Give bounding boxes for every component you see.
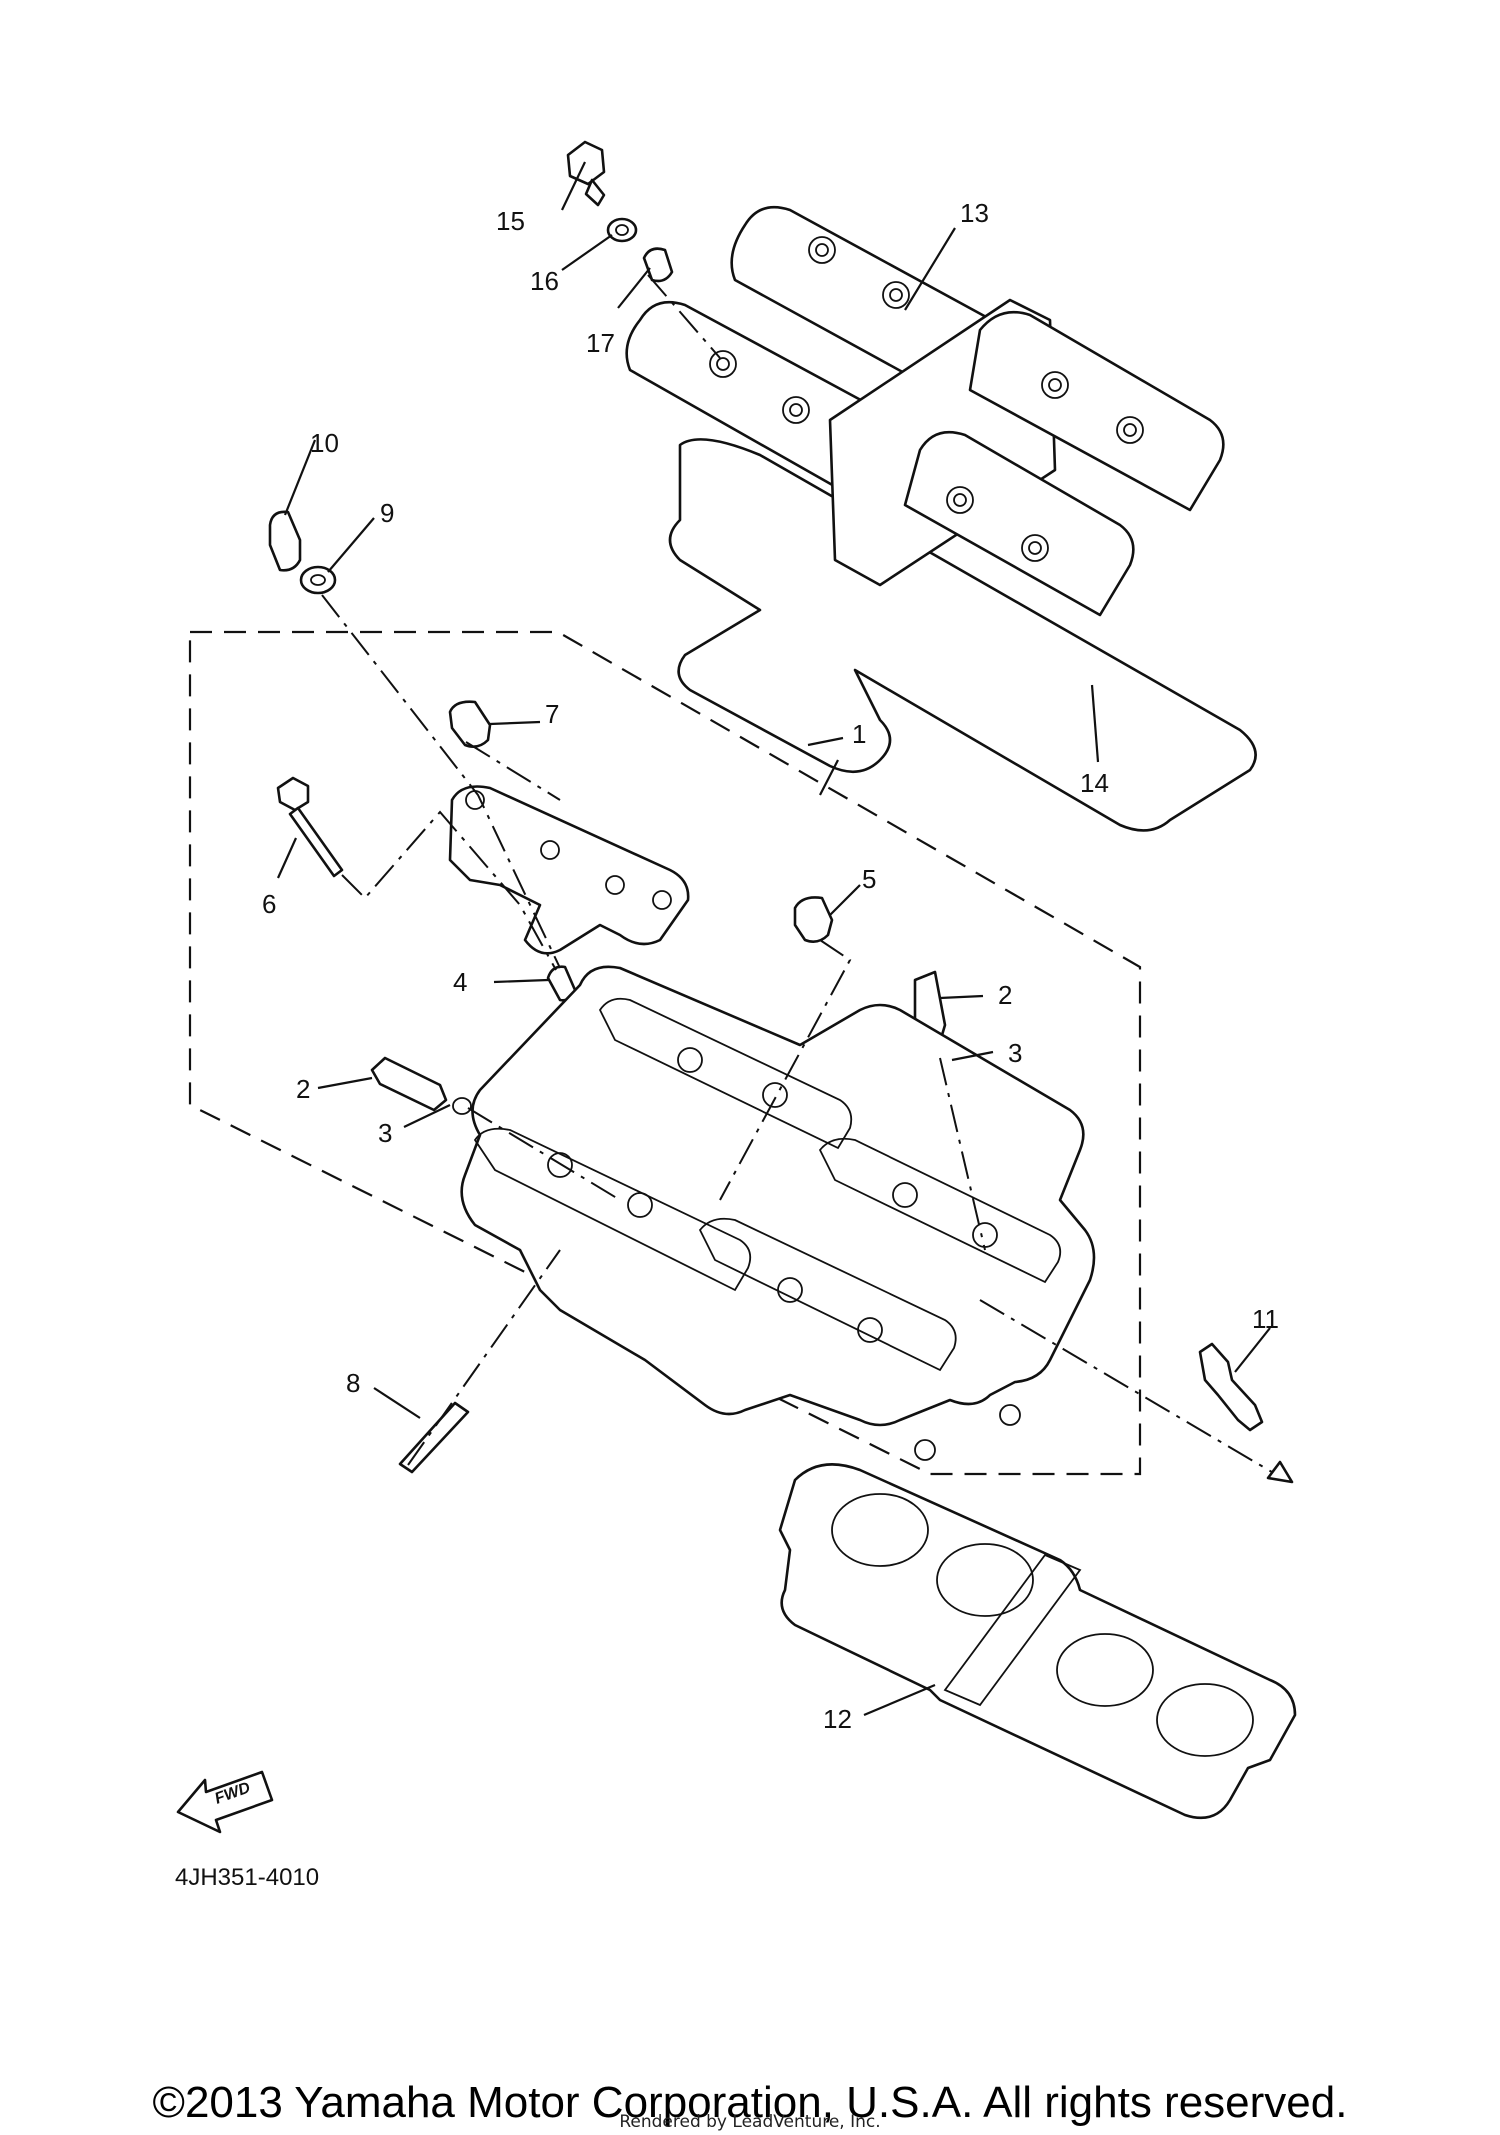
spark-plug-11[interactable] xyxy=(1198,1342,1264,1432)
callout-17: 17 xyxy=(586,328,615,358)
camshaft-cap[interactable] xyxy=(448,785,690,955)
union-bolt-2-left[interactable] xyxy=(370,1056,448,1112)
callout-15: 15 xyxy=(496,206,525,236)
callout-3-right: 3 xyxy=(1008,1038,1022,1068)
bolt-15[interactable] xyxy=(566,140,606,207)
rendered-by-credit: Rendered by LeadVenture, Inc. xyxy=(619,2112,881,2132)
callout-8: 8 xyxy=(346,1368,360,1398)
assembly-boundary xyxy=(188,630,1142,1476)
callout-2-left: 2 xyxy=(296,1074,310,1104)
callout-14: 14 xyxy=(1080,768,1109,798)
callout-3-left: 3 xyxy=(378,1118,392,1148)
spark-plug-arrow-icon xyxy=(1266,1460,1294,1484)
head-gasket-12[interactable] xyxy=(778,1463,1297,1820)
cylinder-head-cover[interactable] xyxy=(625,205,1257,832)
callout-4: 4 xyxy=(453,967,467,997)
copyright-notice: ©2013 Yamaha Motor Corporation, U.S.A. A… xyxy=(152,2078,1348,2127)
callout-9: 9 xyxy=(380,498,394,528)
fwd-arrow-icon: FWD xyxy=(176,1770,274,1834)
o-ring-3-left[interactable] xyxy=(452,1097,472,1115)
callout-2-right: 2 xyxy=(998,980,1012,1010)
bolt-6[interactable] xyxy=(276,776,344,878)
stud-bolt-8[interactable] xyxy=(398,1401,470,1474)
callout-13: 13 xyxy=(960,198,989,228)
alignment-lines xyxy=(321,274,1283,1479)
grommet-17[interactable] xyxy=(642,247,674,283)
plug-7[interactable] xyxy=(448,700,492,748)
callout-6: 6 xyxy=(262,889,276,919)
leader-lines xyxy=(276,161,1271,1717)
plug-10[interactable] xyxy=(268,510,302,572)
callout-12: 12 xyxy=(823,1704,852,1734)
cylinder-head[interactable] xyxy=(460,965,1096,1461)
callout-7: 7 xyxy=(545,699,559,729)
callout-11: 11 xyxy=(1252,1304,1279,1334)
callout-10: 10 xyxy=(310,428,339,458)
callout-5: 5 xyxy=(862,864,876,894)
plug-5[interactable] xyxy=(793,896,834,943)
washer-16[interactable] xyxy=(606,217,638,243)
callouts: 1 2 2 3 3 4 5 6 7 8 9 10 11 12 13 14 15 … xyxy=(262,198,1279,1734)
callout-16: 16 xyxy=(530,266,559,296)
part-code: 4JH351-4010 xyxy=(175,1864,319,1891)
washer-9[interactable] xyxy=(299,565,337,595)
callout-1: 1 xyxy=(852,719,866,749)
cover-gasket[interactable] xyxy=(668,438,1257,832)
